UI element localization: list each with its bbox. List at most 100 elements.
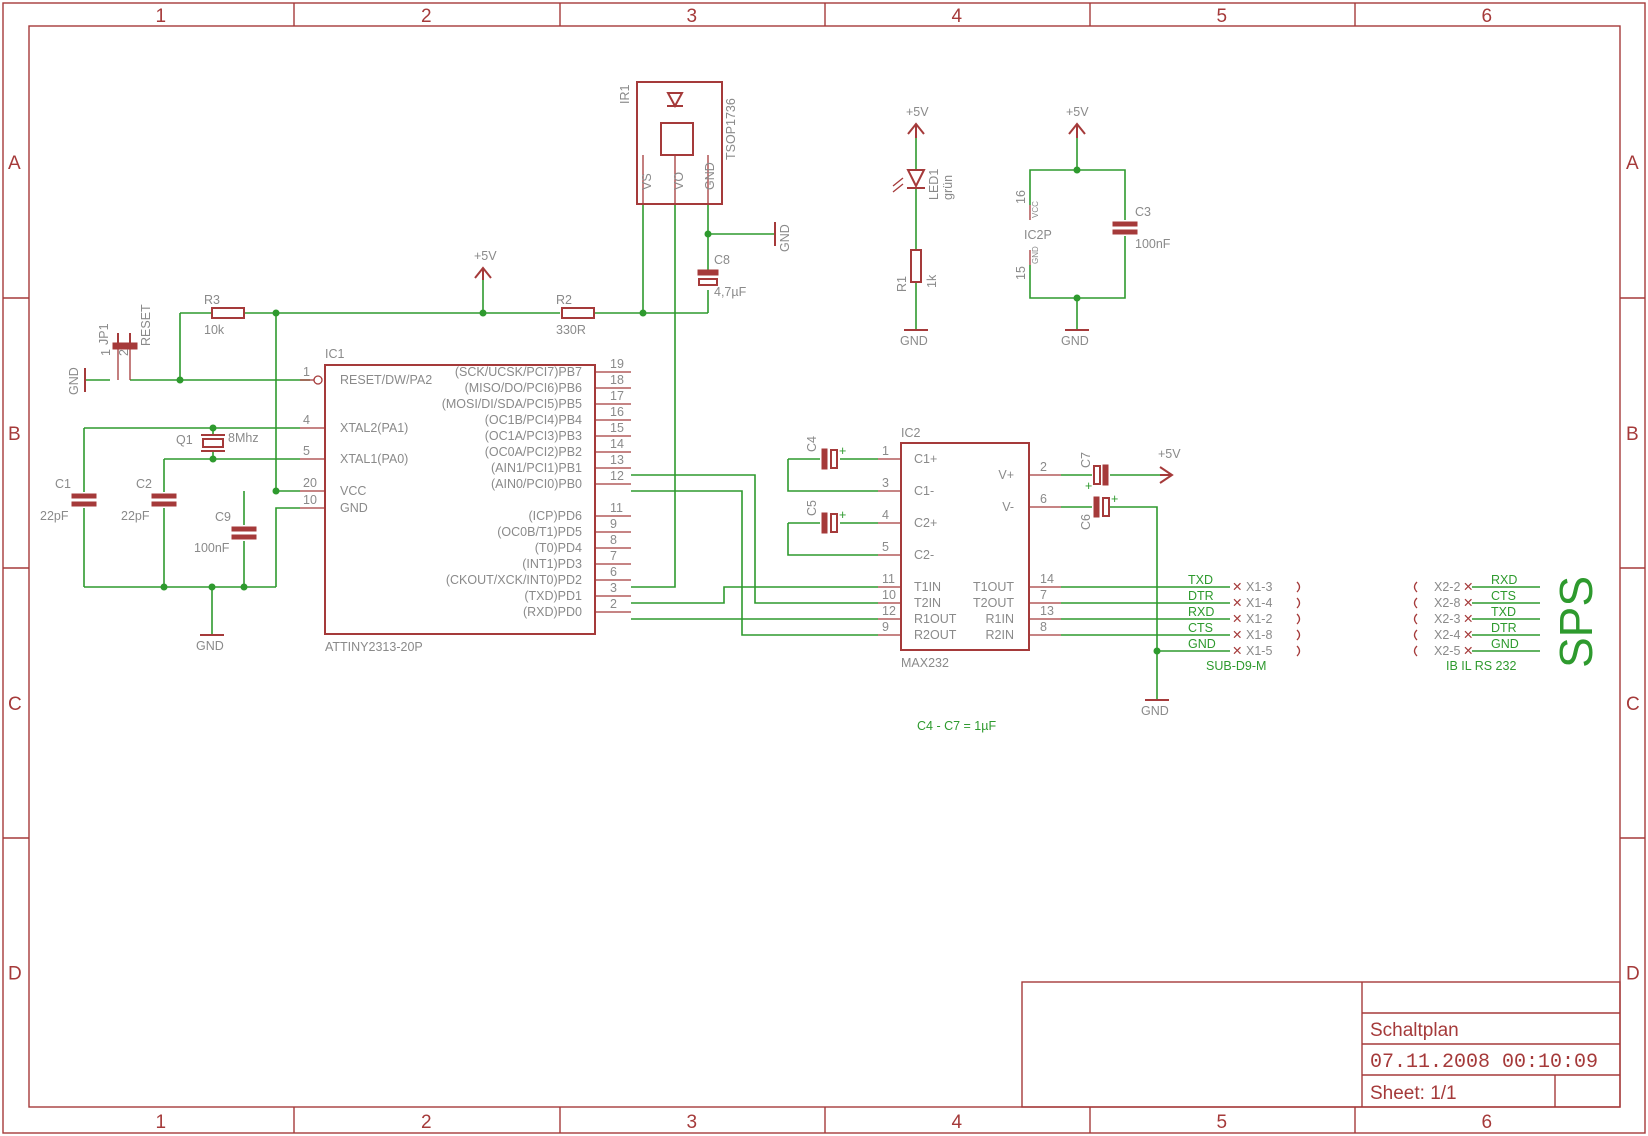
- frame-col-label: 3: [687, 1112, 698, 1133]
- capacitor-c6: + C6: [1079, 492, 1118, 530]
- svg-text:GND: GND: [900, 334, 928, 348]
- ic2-pin-num: 7: [1040, 588, 1047, 602]
- x1-pin-label: X1-8: [1246, 628, 1272, 642]
- x1-net-label: RXD: [1188, 605, 1214, 619]
- r1-ref: R1: [895, 276, 909, 292]
- led1-ref: LED1: [927, 169, 941, 200]
- ic1-ref: IC1: [325, 347, 345, 361]
- x2-pin-label: X2-2: [1434, 580, 1460, 594]
- wires: [83, 138, 1540, 700]
- svg-text:GND: GND: [67, 367, 81, 395]
- ic1-pin-num: 8: [610, 533, 617, 547]
- svg-text:✕: ✕: [1232, 628, 1242, 642]
- svg-text:GND: GND: [1141, 704, 1169, 718]
- ir1-pin-gnd: GND: [703, 162, 717, 190]
- ic2-pin-num: 12: [882, 604, 896, 618]
- ir1-pin-vs: VS: [640, 173, 654, 190]
- ic2-pin-name: C1-: [914, 484, 934, 498]
- r2-ref: R2: [556, 293, 572, 307]
- c8-value: 4,7µF: [714, 285, 747, 299]
- svg-text:✕: ✕: [1232, 596, 1242, 610]
- c3-value: 100nF: [1135, 237, 1171, 251]
- ic1-pin-num: 13: [610, 453, 624, 467]
- ic1-pin-num: 4: [303, 413, 310, 427]
- sps-label: SPS: [1550, 576, 1602, 668]
- led-led1: LED1 grün: [892, 169, 955, 200]
- ir1-tsop1736: IR1 TSOP1736 VS VO GND: [618, 81, 738, 205]
- vcc-arrow-2: +5V: [906, 105, 929, 138]
- ic2-pin-name: T1IN: [914, 580, 941, 594]
- svg-text:✕: ✕: [1463, 580, 1473, 594]
- vcc-arrow-4: +5V: [1158, 447, 1181, 484]
- ic2-pin-num: 8: [1040, 620, 1047, 634]
- frame-row-label: B: [1626, 424, 1639, 445]
- ic1-pin-name: GND: [340, 501, 368, 515]
- x1-pin-label: X1-3: [1246, 580, 1272, 594]
- ic1-pin-name: (OC1A/PCI3)PB3: [485, 429, 582, 443]
- svg-text:+5V: +5V: [906, 105, 929, 119]
- ic1-pin-name: (RXD)PD0: [523, 605, 582, 619]
- ic2-pin-name: C2+: [914, 516, 937, 530]
- svg-text:✕: ✕: [1232, 612, 1242, 626]
- x2-pin-label: X2-4: [1434, 628, 1460, 642]
- c5-ref: C5: [805, 500, 819, 516]
- ic1-attiny2313: IC1 ATTINY2313-20P RESET/DW/PA21XTAL2(PA…: [300, 347, 631, 654]
- ic2-pin-name: C2-: [914, 548, 934, 562]
- ic1-pin-num: 20: [303, 476, 317, 490]
- frame-col-label: 4: [952, 6, 963, 27]
- ic1-pin-num: 2: [610, 597, 617, 611]
- svg-text:+: +: [1111, 492, 1118, 506]
- frame-col-label: 3: [687, 6, 698, 27]
- c4-ref: C4: [805, 436, 819, 452]
- x1-net-label: CTS: [1188, 621, 1213, 635]
- ic1-pin-name: (OC1B/PCI4)PB4: [485, 413, 582, 427]
- supply-symbols: +5V +5V +5V +5V GND GND GND GND GND GND: [67, 105, 1181, 718]
- led1-value: grün: [941, 175, 955, 200]
- ic1-pin-name: (ICP)PD6: [529, 509, 583, 523]
- ic2-pin-num: 5: [882, 540, 889, 554]
- ic2-pin-name: R1IN: [986, 612, 1014, 626]
- ic1-pin-name: (INT1)PD3: [522, 557, 582, 571]
- ic1-pin-num: 9: [610, 517, 617, 531]
- c9-ref: C9: [215, 510, 231, 524]
- resistor-r3: R3 10k: [204, 293, 245, 337]
- ic1-pin-num: 3: [610, 581, 617, 595]
- ic2-pin-name: R1OUT: [914, 612, 957, 626]
- ic1-pin-name: (T0)PD4: [535, 541, 582, 555]
- x1-net-label: DTR: [1188, 589, 1214, 603]
- ir1-ref: IR1: [618, 85, 632, 105]
- ic2-pin-num: 14: [1040, 572, 1054, 586]
- ic1-pin-name: (TXD)PD1: [524, 589, 582, 603]
- x2-pin-label: X2-8: [1434, 596, 1460, 610]
- ic2p-power: IC2P VCC GND 16 15: [1014, 190, 1052, 280]
- title-text: Schaltplan: [1370, 1020, 1459, 1041]
- ic1-pin-num: 16: [610, 405, 624, 419]
- r2-value: 330R: [556, 323, 586, 337]
- x1-pin-label: X1-5: [1246, 644, 1272, 658]
- ic2-pin-num: 9: [882, 620, 889, 634]
- ic1-pin-num: 15: [610, 421, 624, 435]
- r3-ref: R3: [204, 293, 220, 307]
- x2-pin-label: X2-3: [1434, 612, 1460, 626]
- ic2-pin-name: V+: [998, 468, 1014, 482]
- ic2-pin-num: 2: [1040, 460, 1047, 474]
- frame-row-label: C: [1626, 694, 1640, 715]
- ic2-pin-name: R2OUT: [914, 628, 957, 642]
- frame-row-label: D: [8, 964, 22, 985]
- ic1-pin-name: (OC0A/PCI2)PB2: [485, 445, 582, 459]
- ic2-pin-num: 13: [1040, 604, 1054, 618]
- svg-text:+5V: +5V: [1066, 105, 1089, 119]
- ic1-pin-name: VCC: [340, 484, 366, 498]
- jp1-pin1: 1: [99, 349, 113, 356]
- ic2-pin-num: 6: [1040, 492, 1047, 506]
- frame-row-label: C: [8, 694, 22, 715]
- ic2-pin-num: 10: [882, 588, 896, 602]
- jp1-value: RESET: [139, 304, 153, 346]
- ic2-pin-name: R2IN: [986, 628, 1014, 642]
- jp1-ref: JP1: [97, 323, 111, 345]
- ic1-pin-name: (MOSI/DI/SDA/PCI5)PB5: [442, 397, 582, 411]
- frame-col-label: 2: [421, 1112, 432, 1133]
- capacitor-c2: C2 22pF: [121, 477, 177, 523]
- frame-col-label: 5: [1217, 1112, 1228, 1133]
